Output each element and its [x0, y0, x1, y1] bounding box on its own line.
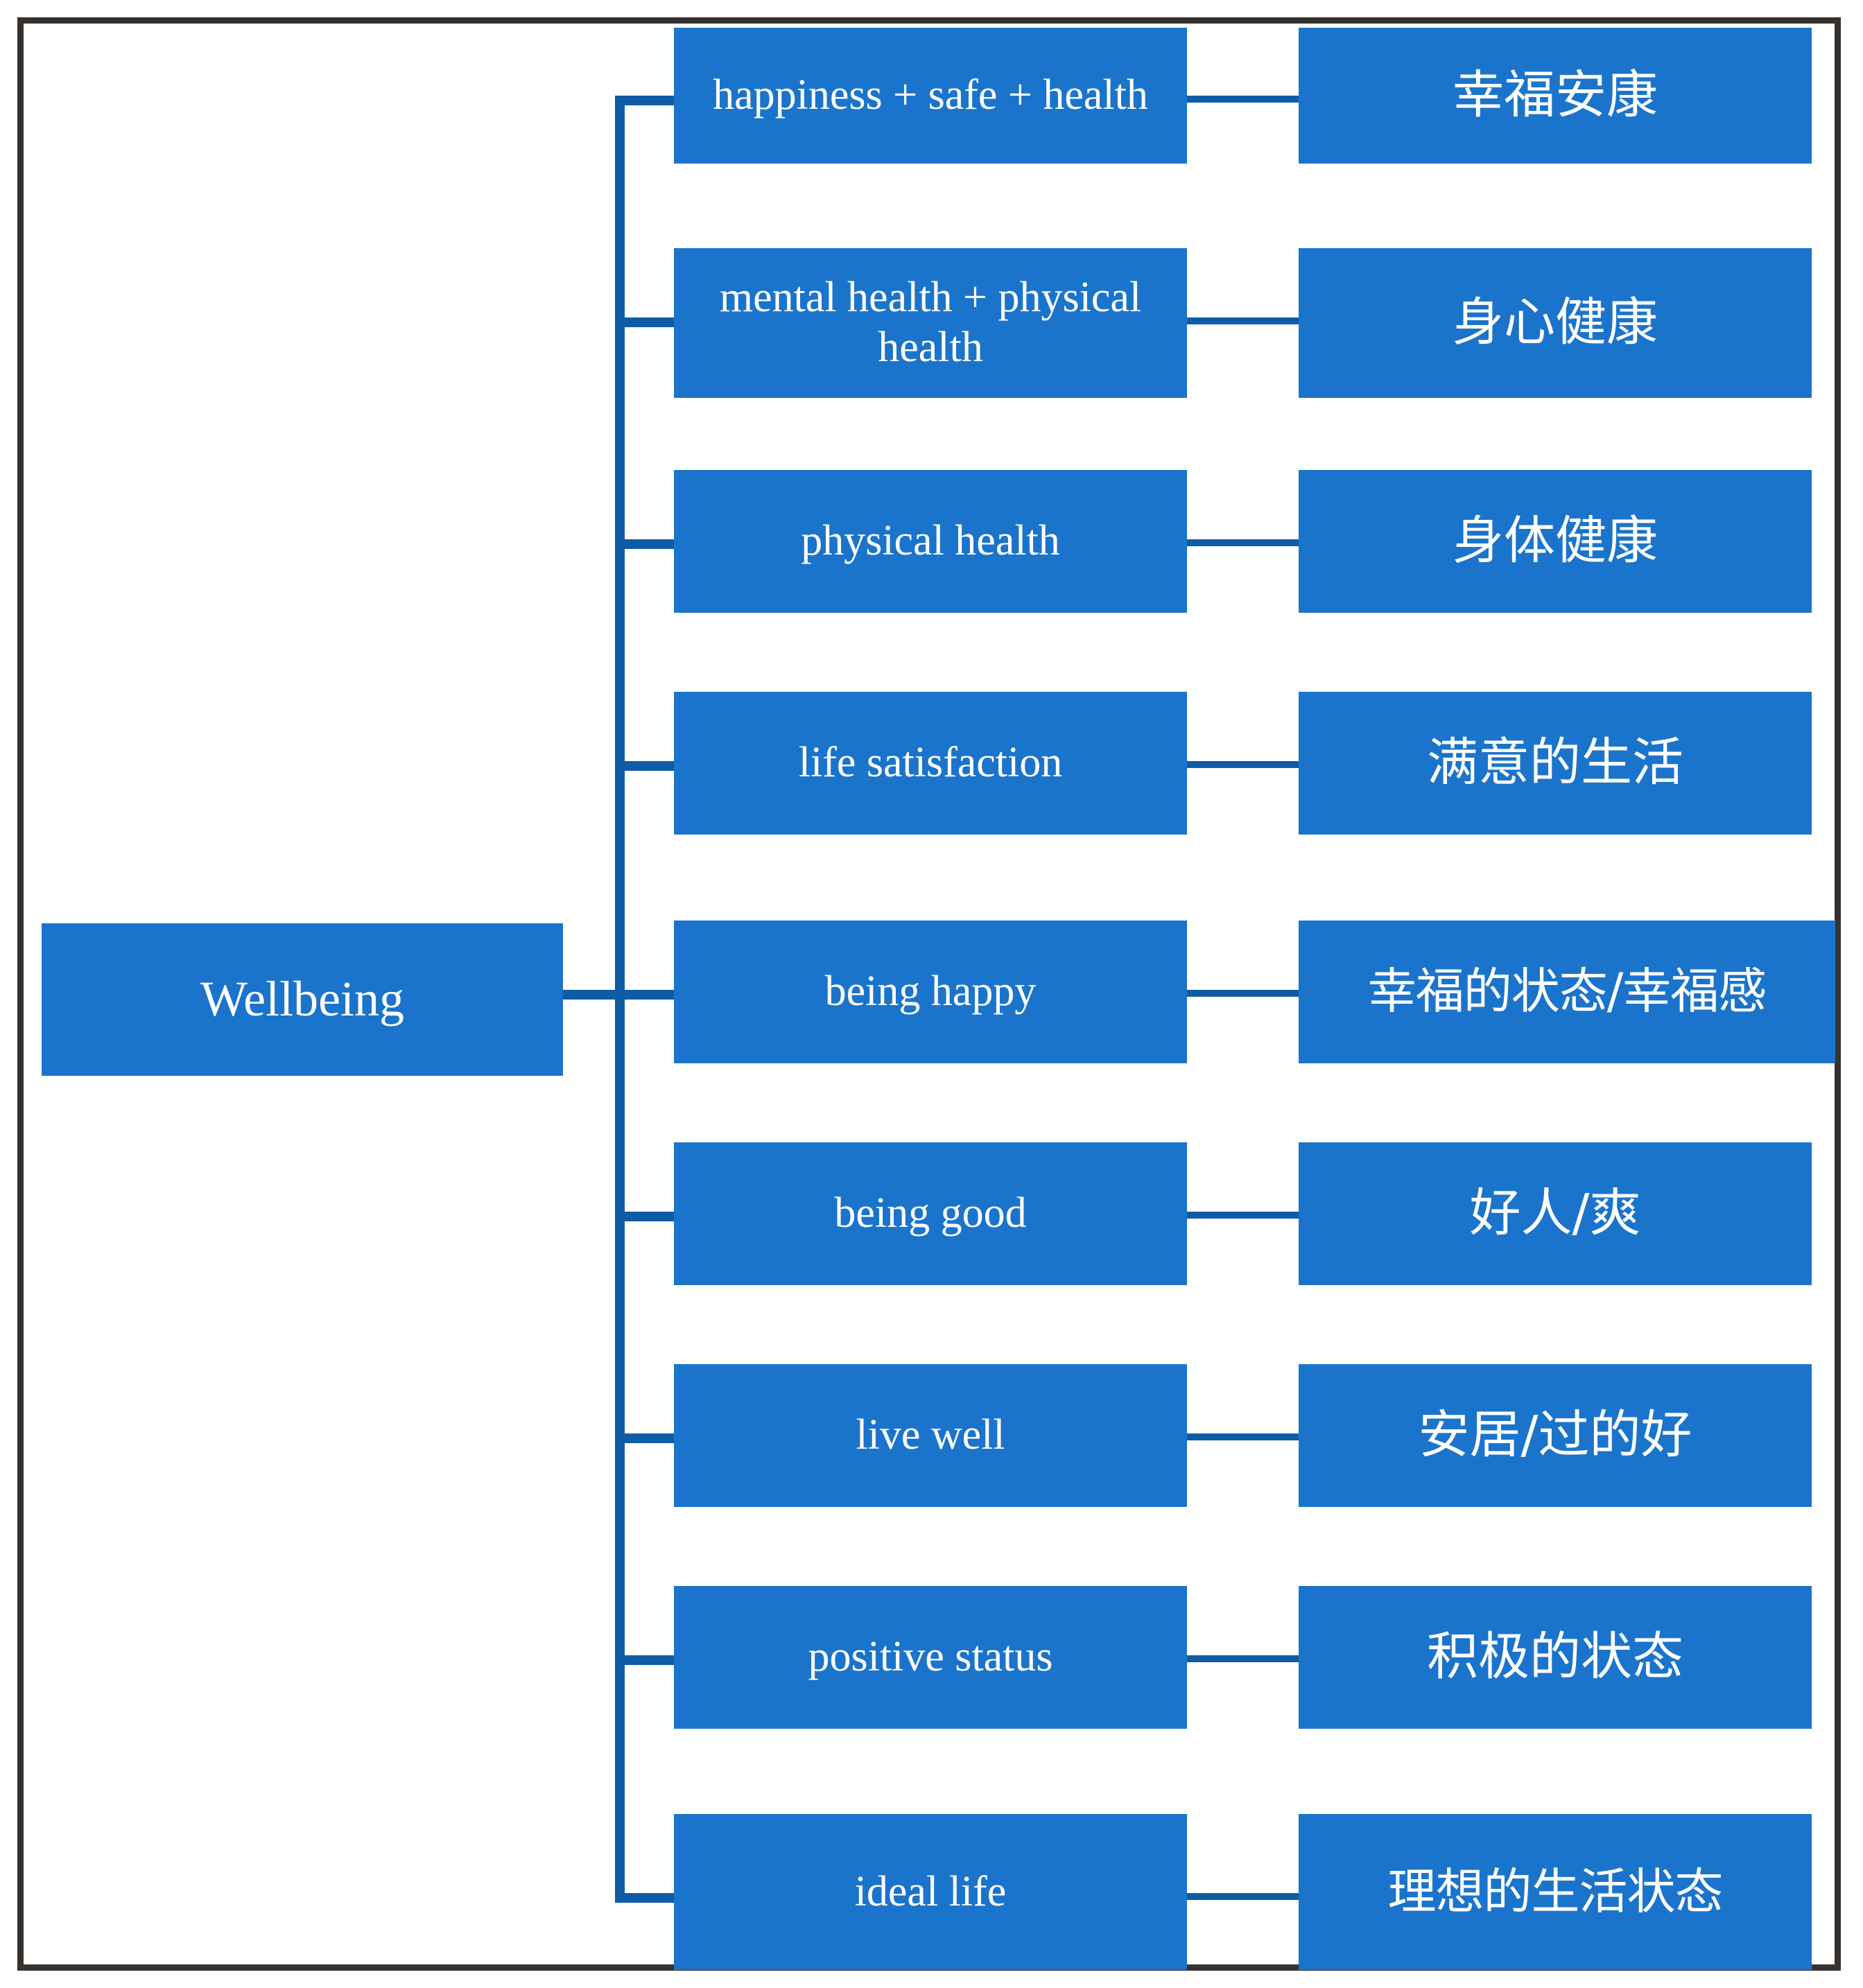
node-english-life-satisfaction[interactable]: life satisfaction — [674, 692, 1187, 835]
connector-link-row-2 — [1187, 317, 1299, 324]
node-chinese-anju-guode-hao[interactable]: 安居/过的好 — [1299, 1364, 1812, 1507]
connector-link-row-8 — [1187, 1655, 1299, 1662]
node-english-positive-status[interactable]: positive status — [674, 1586, 1187, 1729]
node-root-wellbeing[interactable]: Wellbeing — [42, 923, 563, 1076]
node-chinese-shenxin-jiankang[interactable]: 身心健康 — [1299, 248, 1812, 398]
connector-stub-row-6 — [615, 1212, 674, 1221]
node-chinese-xingfu-ankang[interactable]: 幸福安康 — [1299, 28, 1812, 164]
node-english-mental-physical-health[interactable]: mental health + physical health — [674, 248, 1187, 398]
connector-stub-row-5 — [615, 990, 674, 1000]
connector-link-row-9 — [1187, 1893, 1299, 1900]
connector-root-to-trunk — [563, 990, 625, 1000]
node-english-happiness-safe-health[interactable]: happiness + safe + health — [674, 28, 1187, 164]
connector-stub-row-7 — [615, 1433, 674, 1443]
connector-stub-row-3 — [615, 539, 674, 549]
node-chinese-manyi-de-shenghuo[interactable]: 满意的生活 — [1299, 692, 1812, 835]
node-english-being-happy[interactable]: being happy — [674, 921, 1187, 1063]
connector-link-row-6 — [1187, 1212, 1299, 1219]
node-english-being-good[interactable]: being good — [674, 1142, 1187, 1285]
connector-stub-row-8 — [615, 1655, 674, 1665]
node-chinese-lixiang-de-shenghuo-zhuangtai[interactable]: 理想的生活状态 — [1299, 1814, 1812, 1970]
connector-stub-row-4 — [615, 761, 674, 771]
node-english-physical-health[interactable]: physical health — [674, 470, 1187, 613]
connector-link-row-5 — [1187, 990, 1299, 997]
connector-link-row-4 — [1187, 761, 1299, 768]
node-chinese-shenti-jiankang[interactable]: 身体健康 — [1299, 470, 1812, 613]
node-english-ideal-life[interactable]: ideal life — [674, 1814, 1187, 1970]
connector-stub-row-9 — [615, 1893, 674, 1903]
node-chinese-jiji-de-zhuangtai[interactable]: 积极的状态 — [1299, 1586, 1812, 1729]
node-english-live-well[interactable]: live well — [674, 1364, 1187, 1507]
node-chinese-xingfu-de-zhuangtai[interactable]: 幸福的状态/幸福感 — [1299, 921, 1835, 1063]
node-chinese-haoren-shuang[interactable]: 好人/爽 — [1299, 1142, 1812, 1285]
connector-link-row-3 — [1187, 539, 1299, 546]
connector-stub-row-1 — [615, 96, 674, 105]
connector-link-row-7 — [1187, 1433, 1299, 1440]
connector-stub-row-2 — [615, 317, 674, 327]
connector-link-row-1 — [1187, 96, 1299, 103]
